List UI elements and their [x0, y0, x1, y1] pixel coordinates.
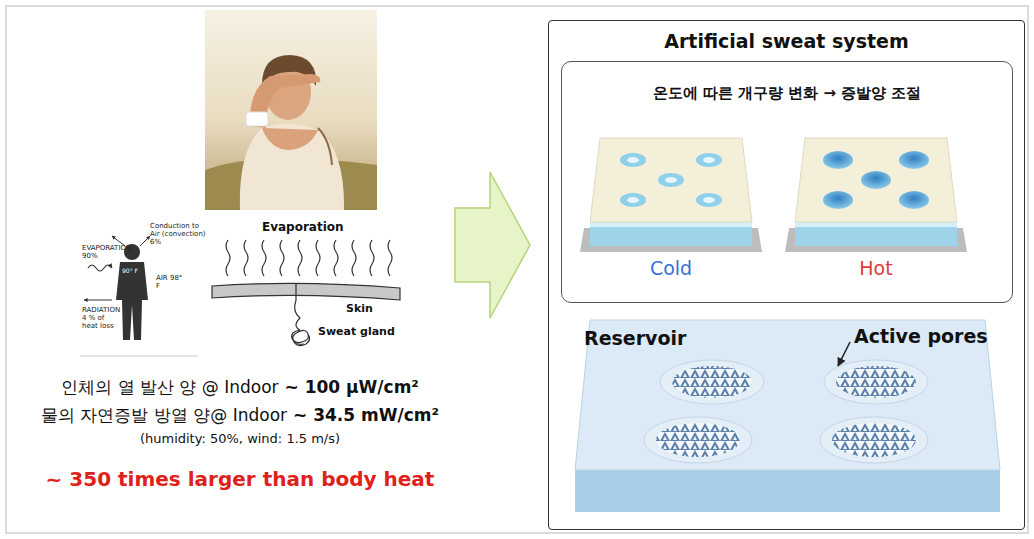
label: 인체의 열 발산 양 @ Indoor: [61, 378, 278, 398]
label: 물의 자연증발 방열 양@ Indoor: [41, 406, 287, 426]
label: RADIATION 4 % of heat loss: [82, 306, 122, 330]
label: Sweat gland: [318, 326, 395, 339]
label: ~ 350 times larger than body heat: [46, 468, 435, 491]
label: EVAPORATION 90%: [82, 244, 126, 260]
transition-arrow: [455, 172, 530, 318]
label: Reservoir: [584, 328, 686, 350]
label: ~ 100 μW/cm²: [285, 378, 419, 398]
label: Active pores: [854, 326, 988, 348]
label: AIR 98° F: [156, 274, 186, 290]
label: 90° F: [122, 268, 144, 275]
label: Skin: [346, 303, 373, 316]
page-frame: [6, 6, 1028, 533]
label: Evaporation: [262, 221, 344, 235]
box-text: 온도에 따른 개구량 변화 → 증발양 조절: [562, 62, 1012, 103]
label: ~ 34.5 mW/cm²: [293, 406, 439, 426]
label: Cold: [650, 258, 692, 280]
label: (humidity: 50%, wind: 1.5 m/s): [140, 432, 340, 447]
reservoir-slab: [575, 320, 1000, 512]
system-panel: Artificial sweat system 온도에 따른 개구량 변화 → 증…: [548, 20, 1025, 530]
hot-membrane: [785, 138, 967, 252]
label: Conduction to Air (convection) 6%: [150, 222, 208, 246]
skin-sweat-gland-drawing: [212, 240, 400, 346]
sweating-woman-photo: [205, 10, 377, 210]
cold-membrane: [580, 138, 762, 252]
heat-loss-figure: [80, 236, 198, 356]
concept-box: 온도에 따른 개구량 변화 → 증발양 조절: [561, 61, 1013, 303]
leader-arrow: [838, 342, 850, 366]
box-text: Artificial sweat system: [549, 21, 1024, 52]
label: Hot: [859, 258, 892, 280]
